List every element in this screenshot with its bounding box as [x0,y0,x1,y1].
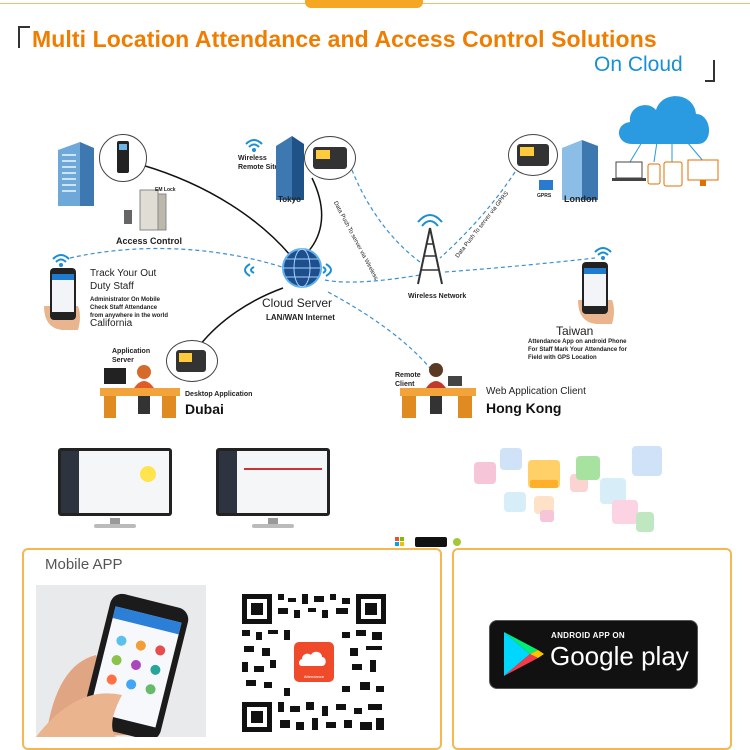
qr-code-icon [238,590,390,736]
taiwan-label: Taiwan [556,324,594,338]
cloud-icon [618,96,710,144]
hong-kong-label: Hong Kong [486,400,562,416]
california-label: California [90,318,133,329]
application-server-label: Application Server [112,348,151,364]
wifi-icon-california [52,254,70,267]
access-control-label: Access Control [116,236,183,246]
line-gprs-right [439,171,516,259]
line-taiwan [444,257,596,273]
desktop-application-label: Desktop Application [185,391,253,398]
wifi-icon-left [244,263,255,277]
line-hongkong [327,291,431,369]
wifi-icon-taiwan [594,247,612,260]
page-title: Multi Location Attendance and Access Con… [32,26,657,52]
track-title-line2: Duty Staff [90,281,134,292]
building-icon [58,142,94,206]
web-application-client-label: Web Application Client [486,386,586,397]
subtitle-bracket [705,60,715,82]
dubai-device-circle [166,340,218,382]
dubai-desk-icon [100,365,180,418]
taiwan-description: Attendance App on android Phone For Staf… [528,339,627,361]
qr-center-text: Attendance [303,674,325,679]
title-bracket [18,26,30,48]
phone-in-hand-icon [36,593,189,737]
cloud-devices [612,141,719,187]
gprs-label: GPRS [537,193,552,199]
badge-small-text: ANDROID APP ON [551,631,625,640]
line-cloud-wireless [324,274,421,283]
dubai-label: Dubai [185,401,224,417]
badge-big-text: Google play [550,641,689,672]
wireless-network-label: Wireless Network [408,293,467,300]
line-dubai [199,287,284,346]
line-california [69,247,286,269]
remote-client-label: Remote Client [395,372,421,388]
sim-card-icon [539,180,553,190]
phone-photo [36,585,206,737]
track-description: Administrator On Mobile Check Staff Atte… [90,297,169,319]
page-subtitle: On Cloud [594,53,683,76]
track-title-line1: Track Your Out [90,268,157,279]
door-icon [124,189,167,231]
lock-label: EM Lock [155,187,176,193]
globe-icon [282,248,322,288]
badge-google-text: Google [550,641,634,671]
hongkong-desk-icon [400,363,476,418]
london-label: London [564,194,597,204]
tokyo-label: Tokyo [278,195,301,204]
lan-wan-label: LAN/WAN Internet [266,313,335,322]
line-access-control [141,164,291,256]
mobile-app-label: Mobile APP [45,556,123,573]
platform-icons [395,537,461,547]
biometric-device-circle [99,134,147,182]
qr-code[interactable]: Attendance [238,590,390,736]
top-tab [305,0,423,8]
tokyo-building-icon [276,136,304,200]
london-device-circle [508,134,558,176]
wireless-remote-site-label: Wireless Remote Site [238,155,279,171]
tokyo-device-circle [304,136,356,180]
london-building-icon [562,140,598,200]
wifi-icon-right [322,263,332,277]
cloud-server-label: Cloud Server [262,296,333,310]
phone-hand-taiwan-icon [578,262,614,324]
monitor-dashboard-2 [216,448,330,530]
wifi-icon [245,139,263,152]
badge-play-text: play [641,641,689,671]
wireless-tower-icon [417,214,443,285]
google-play-icon [504,632,544,676]
app-feature-tiles [474,446,662,532]
monitor-dashboard-1 [58,448,172,530]
phone-hand-icon [44,268,80,330]
